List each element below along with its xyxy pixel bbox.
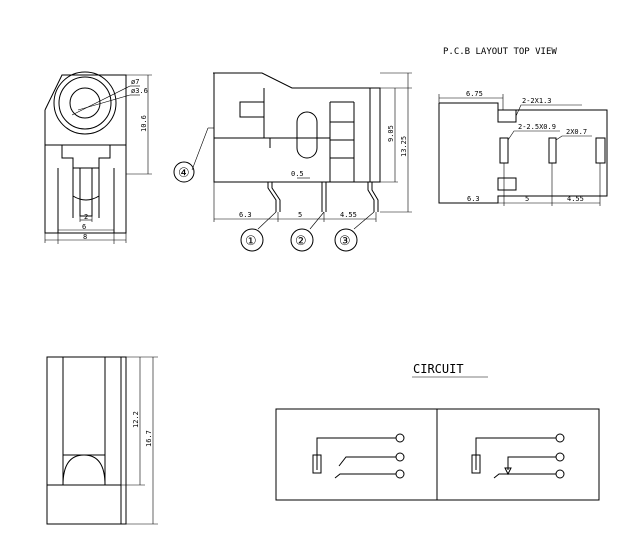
pin-label-2: ② — [295, 234, 307, 249]
circuit-title: CIRCUIT — [413, 362, 464, 376]
side-dim-4-55: 4.55 — [340, 211, 357, 219]
pcb-pad-2: 2-2.5X0.9 — [518, 123, 556, 131]
front-dim-inner-width: 6 — [82, 223, 86, 231]
side-view: 0.5 6.3 5 4.55 9.05 13.25 ④ ① ② ③ — [173, 72, 412, 252]
circuit-diagram: CIRCUIT — [275, 362, 600, 501]
pcb-dim-6-75: 6.75 — [466, 90, 483, 98]
pin-label-1: ① — [245, 234, 257, 249]
bottom-dim-16-7: 16.7 — [145, 430, 153, 447]
side-dim-6-3: 6.3 — [239, 211, 252, 219]
front-dim-width: 8 — [83, 233, 87, 241]
pcb-dim-4-55: 4.55 — [567, 195, 584, 203]
pcb-layout: 6.75 2-2X1.3 2-2.5X0.9 2X0.7 6.3 5 4.55 — [438, 90, 608, 206]
side-dim-9-05: 9.05 — [387, 125, 395, 142]
side-dim-5: 5 — [298, 211, 302, 219]
bottom-dim-12-2: 12.2 — [132, 411, 140, 428]
pin-label-3: ③ — [339, 234, 351, 249]
front-dia-outer: ø7 — [131, 78, 139, 86]
pcb-dim-5: 5 — [525, 195, 529, 203]
pin-label-4: ④ — [178, 166, 190, 181]
pcb-layout-title: P.C.B LAYOUT TOP VIEW — [443, 47, 557, 57]
front-dia-inner: ø3.6 — [131, 87, 148, 95]
pcb-pad-3: 2X0.7 — [566, 128, 587, 136]
front-dim-height: 10.6 — [140, 115, 148, 132]
front-dim-slot: 2 — [84, 213, 88, 221]
side-dim-13-25: 13.25 — [400, 136, 408, 157]
front-view: ø7 ø3.6 10.6 2 6 8 — [44, 71, 152, 244]
bottom-view: 12.2 16.7 — [46, 356, 158, 525]
pcb-dim-6-3: 6.3 — [467, 195, 480, 203]
pcb-pad-1: 2-2X1.3 — [522, 97, 552, 105]
side-dim-0-5: 0.5 — [291, 170, 304, 178]
